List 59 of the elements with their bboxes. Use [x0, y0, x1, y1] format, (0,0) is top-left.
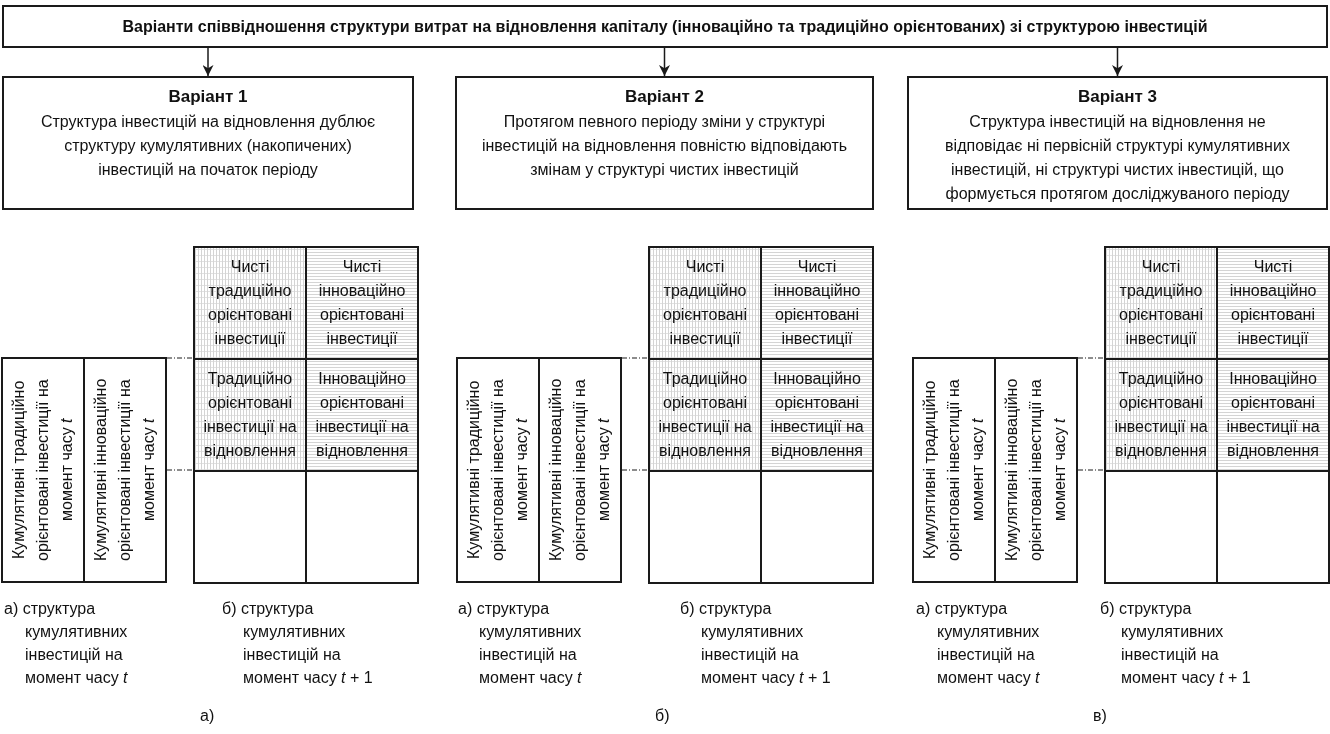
segment-label: Чисті інноваційно орієнтовані інвестиції	[317, 257, 407, 349]
segment-label: Чисті традиційно орієнтовані інвестиції	[207, 257, 293, 349]
arrow	[1112, 47, 1123, 77]
segment-label: Чисті традиційно орієнтовані інвестиції	[662, 257, 748, 349]
segment-label: Чисті традиційно орієнтовані інвестиції	[1118, 257, 1204, 349]
bar-segment	[83, 357, 167, 583]
hatched-segment	[305, 358, 419, 472]
variant-description: Протягом певного періоду зміни у структурі інвестицій на відновлення повністю відповідають змінам у структурі чистих інвестицій	[480, 112, 849, 180]
hatched-segment	[648, 358, 762, 472]
panel-letter: в)	[1093, 706, 1107, 726]
connector-line	[166, 469, 194, 471]
structure-caption: а) структура кумулятивних інвестицій на момент часу t	[916, 599, 1041, 688]
segment-label: Чисті інноваційно орієнтовані інвестиції	[772, 257, 862, 349]
variant-box	[2, 76, 414, 210]
hatched-segment	[1104, 358, 1218, 472]
bar-segment	[538, 357, 622, 583]
hatched-segment	[760, 246, 874, 360]
variant-heading: Варіант 3	[1077, 86, 1158, 108]
bar-segment	[1, 357, 85, 583]
bar-segment	[912, 357, 996, 583]
structure-caption: б) структура кумулятивних інвестицій на момент часу t + 1	[680, 599, 832, 688]
hatched-segment	[1104, 246, 1218, 360]
variant-heading: Варіант 1	[168, 86, 248, 108]
connector-line	[621, 357, 649, 359]
segment-label: Чисті інноваційно орієнтовані інвестиції	[1228, 257, 1318, 349]
segment-label: Традиційно орієнтовані інвестиції на відновлення	[1113, 369, 1209, 461]
connector-line	[1077, 357, 1105, 359]
segment-label: Інноваційно орієнтовані інвестиції на відновлення	[314, 369, 410, 461]
arrow	[202, 47, 214, 77]
segment-label: Традиційно орієнтовані інвестиції на відновлення	[657, 369, 753, 461]
variant-description: Структура інвестицій на відновлення дублює структуру кумулятивних (накопичених) інвестицій на початок періоду	[39, 112, 377, 180]
arrow	[659, 47, 670, 77]
bar-segment	[456, 357, 540, 583]
segment-label: Інноваційно орієнтовані інвестиції на відновлення	[1225, 369, 1321, 461]
variant-box	[907, 76, 1328, 210]
connector-line	[1077, 469, 1105, 471]
structure-caption: а) структура кумулятивних інвестицій на момент часу t	[4, 599, 129, 688]
segment-label: Традиційно орієнтовані інвестиції на відновлення	[202, 369, 298, 461]
hatched-segment	[305, 246, 419, 360]
segment-label: Інноваційно орієнтовані інвестиції на відновлення	[769, 369, 865, 461]
structure-caption: а) структура кумулятивних інвестицій на момент часу t	[458, 599, 583, 688]
structure-caption: б) структура кумулятивних інвестицій на момент часу t + 1	[1100, 599, 1252, 688]
variant-description: Структура інвестицій на відновлення не відповідає ні первісній структурі кумулятивних інвестицій, ні структурі чистих інвестицій, що формується протягом досліджуваного періоду	[944, 112, 1291, 204]
hatched-segment	[193, 358, 307, 472]
hatched-segment	[1216, 246, 1330, 360]
structure-caption: б) структура кумулятивних інвестицій на момент часу t + 1	[222, 599, 374, 688]
connector-line	[621, 469, 649, 471]
heading-text: Варіанти співвідношення структури витрат на відновлення капіталу (інноваційно та традиційно орієнтованих) зі структурою інвестицій	[122, 16, 1208, 37]
hatched-segment	[760, 358, 874, 472]
hatched-segment	[1216, 358, 1330, 472]
variant-box	[455, 76, 874, 210]
hatched-segment	[648, 246, 762, 360]
heading-box	[2, 5, 1328, 48]
panel-letter: б)	[655, 706, 670, 726]
variant-heading: Варіант 2	[624, 86, 705, 108]
connector-line	[166, 357, 194, 359]
panel-letter: а)	[200, 706, 215, 726]
hatched-segment	[193, 246, 307, 360]
bar-segment	[994, 357, 1078, 583]
